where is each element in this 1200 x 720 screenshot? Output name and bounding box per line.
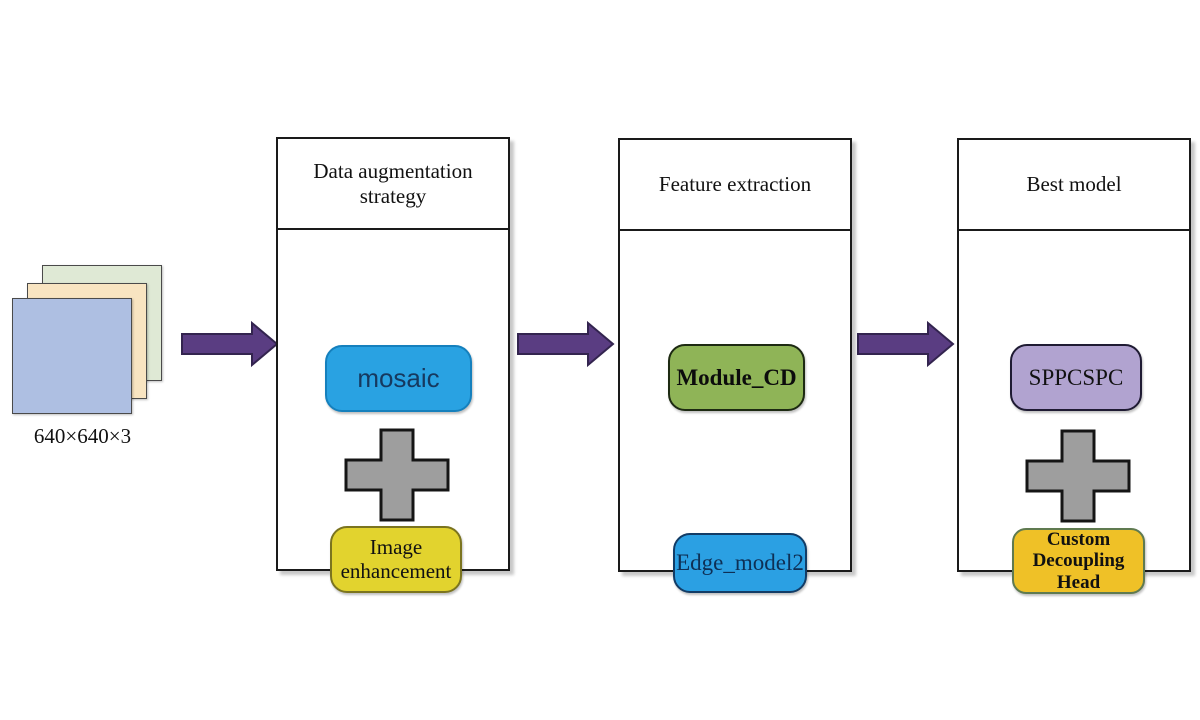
chip-module-cd: Module_CD xyxy=(668,344,805,411)
stage-body-feature-extraction: Module_CD Edge_model2 xyxy=(620,231,850,593)
flow-arrow-1 xyxy=(181,320,279,368)
chip-custom-decoupling-head-line1: Custom xyxy=(1046,529,1111,551)
stage-title-feature-extraction: Feature extraction xyxy=(620,140,850,231)
chip-edge-model2: Edge_model2 xyxy=(673,533,807,593)
plus-icon xyxy=(344,428,450,522)
stage-body-data-augmentation: mosaic Image enhancement xyxy=(278,230,508,593)
input-image-stack xyxy=(12,265,172,415)
chip-mosaic: mosaic xyxy=(325,345,472,412)
stage-best-model: Best model SPPCSPC Custom Decoupling Hea… xyxy=(957,138,1191,594)
chip-custom-decoupling-head: Custom Decoupling Head xyxy=(1012,528,1145,594)
plus-icon xyxy=(1025,429,1131,523)
chip-sppcspc: SPPCSPC xyxy=(1010,344,1142,411)
input-size-label: 640×640×3 xyxy=(33,424,132,448)
stage-data-augmentation: Data augmentation strategy mosaic Image … xyxy=(276,137,510,593)
stage-body-best-model: SPPCSPC Custom Decoupling Head xyxy=(959,231,1189,594)
input-image-layer-front xyxy=(12,298,132,414)
flow-arrow-3 xyxy=(857,320,955,368)
stage-title-data-augmentation: Data augmentation strategy xyxy=(278,139,508,230)
chip-image-enhancement-line2: enhancement xyxy=(340,558,452,583)
chip-image-enhancement: Image enhancement xyxy=(330,526,462,593)
chip-custom-decoupling-head-line2: Decoupling Head xyxy=(1032,550,1125,593)
stage-title-best-model: Best model xyxy=(959,140,1189,231)
flow-arrow-2 xyxy=(517,320,615,368)
chip-image-enhancement-line1: Image xyxy=(369,534,423,559)
stage-feature-extraction: Feature extraction Module_CD Edge_model2 xyxy=(618,138,852,593)
